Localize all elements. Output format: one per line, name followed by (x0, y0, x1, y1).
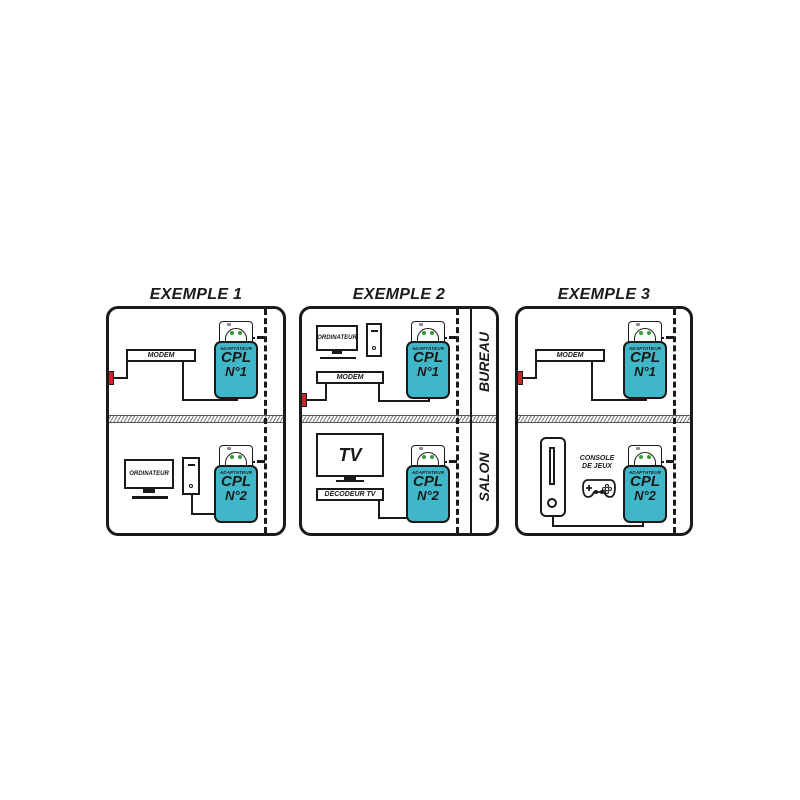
ethernet-cable (523, 357, 537, 379)
tv-decoder-device: DÉCODEUR TV (316, 488, 384, 501)
ethernet-cable (307, 381, 327, 401)
monitor-stand (143, 489, 155, 493)
room-label-salon: SALON (476, 452, 492, 502)
cpl-adapter-2: ADAPTATEUR CPL N°2 (406, 465, 450, 523)
power-line (264, 309, 267, 533)
floor-divider (518, 415, 690, 423)
console-label: CONSOLE DE JEUX (579, 455, 615, 470)
ethernet-cable (114, 357, 128, 379)
tv-screen: TV (316, 433, 384, 477)
example-3-panel: MODEM ADAPTATEUR CPL N°1 CONSOLE DE JEUX… (515, 306, 693, 536)
cpl-adapter-1: ADAPTATEUR CPL N°1 (214, 341, 258, 399)
cpl-adapter-1: ADAPTATEUR CPL N°1 (406, 341, 450, 399)
example-1-title: EXEMPLE 1 (149, 286, 243, 303)
modem-device: MODEM (316, 371, 384, 384)
tv-stand (344, 477, 356, 481)
modem-device: MODEM (126, 349, 196, 362)
socket-tick (449, 336, 457, 339)
cpl-adapter-2: ADAPTATEUR CPL N°2 (214, 465, 258, 523)
socket-tick (449, 460, 457, 463)
power-line (673, 309, 676, 533)
keyboard (320, 357, 356, 359)
power-line (456, 309, 459, 533)
socket-tick (257, 460, 265, 463)
keyboard (132, 496, 168, 499)
example-3-title: EXEMPLE 3 (557, 286, 651, 303)
example-1-panel: MODEM ADAPTATEUR CPL N°1 ORDINATEUR ADAP… (106, 306, 286, 536)
monitor-stand (332, 351, 342, 354)
socket-tick (666, 460, 674, 463)
game-console-icon (540, 437, 566, 517)
socket-tick (257, 336, 265, 339)
example-2-title: EXEMPLE 2 (352, 286, 446, 303)
example-2-panel: BUREAU SALON ORDINATEUR MODEM ADAPTATEUR… (299, 306, 499, 536)
computer-monitor: ORDINATEUR (124, 459, 174, 489)
computer-tower (366, 323, 382, 357)
modem-device: MODEM (535, 349, 605, 362)
gamepad-icon (582, 479, 616, 498)
tv-base (336, 480, 364, 482)
floor-divider (109, 415, 283, 423)
computer-monitor: ORDINATEUR (316, 325, 358, 351)
socket-tick (666, 336, 674, 339)
floor-divider (302, 415, 496, 423)
cpl-adapter-1: ADAPTATEUR CPL N°1 (623, 341, 667, 399)
room-separator (470, 309, 472, 533)
cpl-adapter-2: ADAPTATEUR CPL N°2 (623, 465, 667, 523)
wall-plug-icon (518, 371, 523, 385)
wall-plug-icon (302, 393, 307, 407)
computer-tower (182, 457, 200, 495)
room-label-bureau: BUREAU (476, 332, 492, 392)
wall-plug-icon (109, 371, 114, 385)
